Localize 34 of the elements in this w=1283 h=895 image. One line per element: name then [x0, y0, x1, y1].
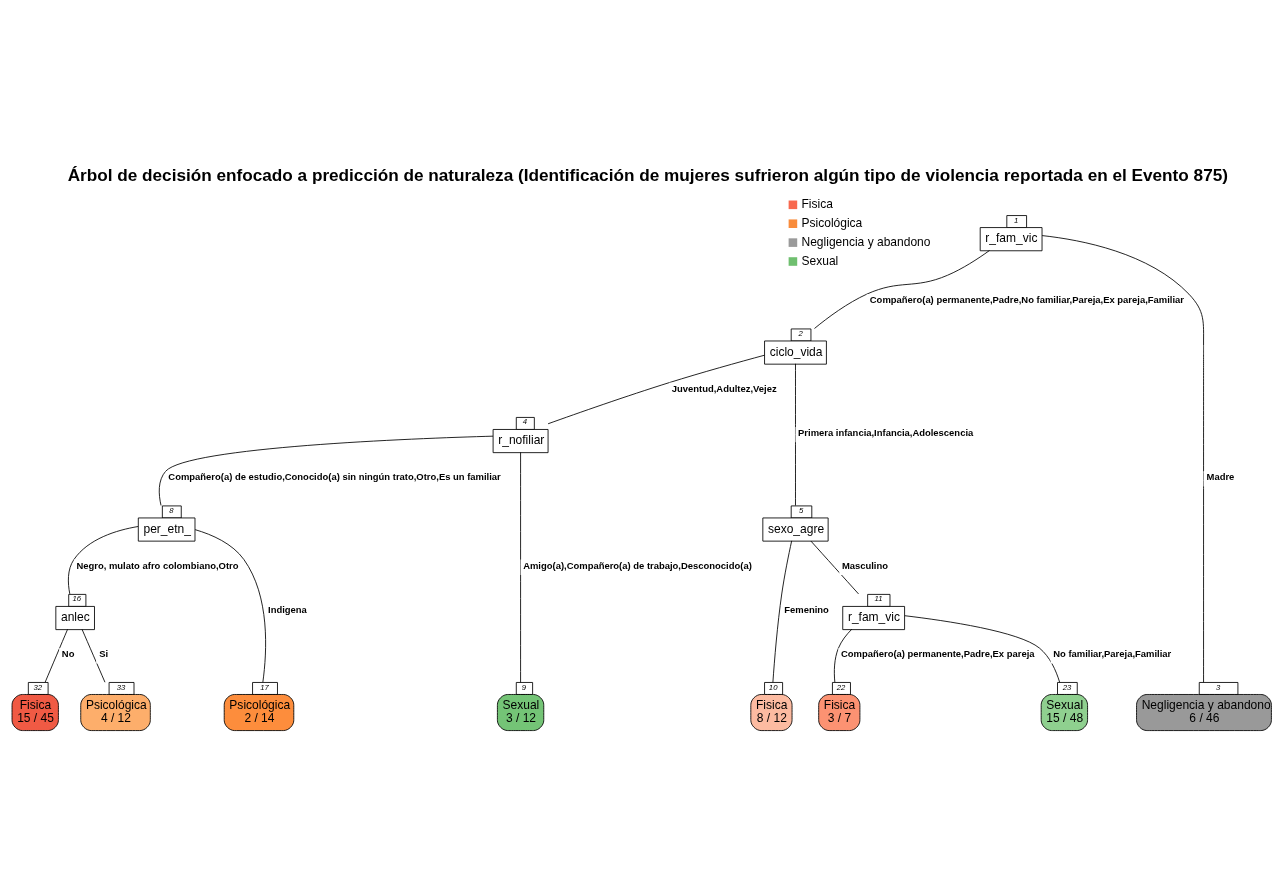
- edge-label: Masculino: [841, 559, 889, 571]
- node-label: 16: [72, 594, 82, 604]
- edge-label: Compañero(a) permanente,Padre,Ex pareja: [841, 648, 1035, 660]
- node-label: 17: [260, 682, 269, 692]
- legend-label: Sexual: [801, 253, 839, 268]
- node-label: 1: [1014, 215, 1019, 225]
- edge-label: Madre: [1206, 471, 1235, 483]
- edge-label: Primera infancia,Infancia,Adolescencia: [798, 427, 974, 439]
- edge-label: Juventud,Adultez,Vejez: [671, 382, 777, 394]
- node-label: 23: [1062, 682, 1072, 692]
- edge-label: No: [61, 648, 75, 660]
- legend-label: Negligencia y abandono: [801, 234, 931, 249]
- legend-label: Psicológica: [801, 215, 863, 230]
- node-label: 32: [33, 682, 43, 692]
- diagram-title: Árbol de decisión enfocado a predicción de naturaleza (Identificación de mujeres sufrieron algún tipo de violencia reportada en el Evento 875): [67, 164, 1228, 185]
- node-label: 10: [768, 682, 778, 692]
- node-label: 9: [521, 682, 527, 692]
- edge-label: Femenino: [784, 604, 829, 616]
- node-label: 22: [836, 682, 846, 692]
- node-label: 2: [798, 328, 803, 338]
- node-label: 8: [169, 505, 174, 515]
- edge-label: Si: [99, 648, 109, 660]
- node-label: 3: [1216, 682, 1221, 692]
- node-label: 5: [798, 505, 804, 515]
- edge-label: Indigena: [268, 604, 307, 616]
- node-label: 11: [874, 594, 883, 604]
- edge-label: No familiar,Pareja,Familiar: [1053, 648, 1172, 660]
- legend-label: Fisica: [801, 196, 833, 211]
- edge-label: Compañero(a) de estudio,Conocido(a) sin ningún trato,Otro,Es un familiar: [168, 471, 501, 483]
- edge-label: Amigo(a),Compañero(a) de trabajo,Desconocido(a): [523, 559, 752, 571]
- node-label: 4: [522, 417, 528, 427]
- edge-label: Compañero(a) permanente,Padre,No familiar,Pareja,Ex pareja,Familiar: [869, 294, 1184, 306]
- node-label: 33: [116, 682, 126, 692]
- edge-label: Negro, mulato afro colombiano,Otro: [76, 559, 239, 571]
